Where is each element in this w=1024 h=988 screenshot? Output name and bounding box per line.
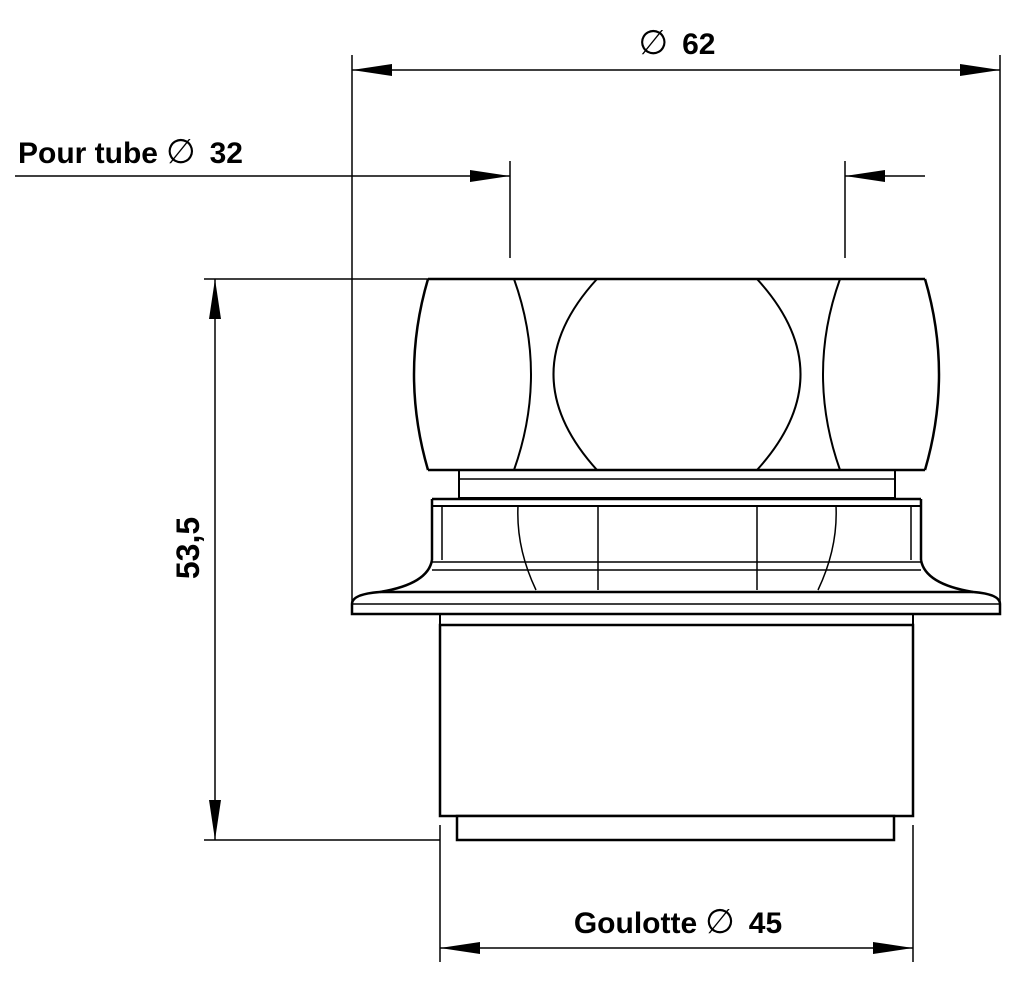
diameter-symbol: ∅ (639, 24, 669, 62)
base-flange (350, 590, 1002, 626)
dimension-tube-diameter: Pour tube∅ 32 (15, 133, 925, 258)
collar (379, 497, 974, 594)
height-value: 53,5 (170, 517, 206, 579)
diameter-symbol: ∅ (166, 133, 196, 171)
lower-body (438, 623, 915, 842)
dimension-channel-diameter: Goulotte∅ 45 (439, 825, 914, 962)
neck (458, 470, 896, 499)
overall-diameter-value: 62 (682, 28, 715, 61)
part-outline (350, 277, 1002, 842)
channel-diameter-value: 45 (749, 907, 782, 940)
channel-diameter-label: Goulotte∅ 45 (574, 903, 782, 941)
dimension-height: 53,5 (170, 278, 440, 841)
channel-label-text: Goulotte (574, 907, 697, 940)
dimension-overall-diameter: ∅ 62 (351, 24, 1001, 614)
tube-diameter-value: 32 (210, 137, 243, 170)
top-cap (412, 277, 941, 472)
diameter-symbol: ∅ (705, 903, 735, 941)
tube-diameter-label: Pour tube∅ 32 (18, 133, 243, 171)
overall-diameter-label: ∅ 62 (639, 24, 716, 62)
tube-label-text: Pour tube (18, 137, 158, 170)
